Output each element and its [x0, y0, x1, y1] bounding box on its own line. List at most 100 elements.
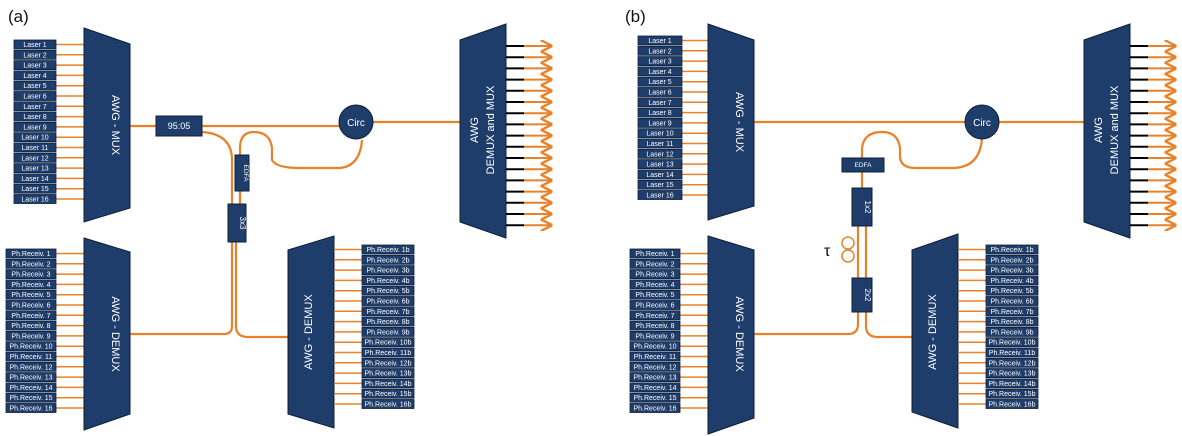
receiver-a-label: Ph.Receiv. 9 — [11, 333, 50, 340]
panel-a-output-ports — [506, 46, 550, 225]
laser-a-label: Laser 9 — [23, 124, 46, 131]
receiver-b-b-label: Ph.Receiv. 8b — [990, 319, 1033, 326]
receiver-a-box — [5, 300, 57, 310]
laser-b-box — [637, 169, 683, 180]
receiver-b-b-box — [985, 306, 1039, 317]
receiver-b-b-box — [985, 254, 1039, 265]
receiver-b-label: Ph.Receiv. 2 — [635, 261, 674, 268]
receiver-b-a-box — [361, 388, 415, 399]
receiver-b-b-box — [985, 357, 1039, 368]
coupler-2x2-label: 2x2 — [863, 289, 872, 302]
laser-a-box — [13, 132, 57, 143]
awg-demux-mux-block-b — [1083, 23, 1131, 239]
receiver-b-a-label: Ph.Receiv. 7b — [366, 309, 409, 316]
laser-b-label: Laser 8 — [648, 110, 671, 117]
receiver-b-a-label: Ph.Receiv. 8b — [366, 319, 409, 326]
receiver-b-a-box — [361, 254, 415, 265]
receiver-a-label: Ph.Receiv. 4 — [11, 282, 50, 289]
laser-a-box — [13, 194, 57, 204]
awg-right-label-1: AWG — [469, 117, 481, 143]
coupler-3x3-label: 3x3 — [238, 217, 247, 230]
receiver-b-box — [629, 269, 681, 280]
receiver-b-label: Ph.Receiv. 13 — [633, 375, 676, 382]
awg-right-label-2: DEMUX and MUX — [485, 85, 497, 174]
receiver-b-label: Ph.Receiv. 7 — [635, 313, 674, 320]
circulator-b-label: Circ — [973, 118, 991, 129]
receiver-a-label: Ph.Receiv. 15 — [9, 395, 52, 402]
receiver-b-a-label: Ph.Receiv. 3b — [366, 268, 409, 275]
awg-demux-b-block — [287, 235, 335, 429]
laser-b-box — [637, 76, 683, 87]
receiver-a-label: Ph.Receiv. 11 — [10, 354, 53, 361]
laser-a-box — [13, 39, 57, 50]
receiver-b-label: Ph.Receiv. 1 — [635, 251, 674, 258]
awg-demux-b-label: AWG - DEMUX — [303, 294, 315, 370]
awg-mux-block-b — [707, 23, 755, 221]
receiver-b-label: Ph.Receiv. 15 — [633, 395, 676, 402]
panel-b-label: (b) — [625, 7, 646, 26]
panel-a-laser-lines — [56, 43, 84, 200]
panel-b-fibers — [754, 120, 1084, 339]
receiver-b-a-box — [361, 399, 415, 409]
receiver-b-b-label: Ph.Receiv. 9b — [990, 329, 1033, 336]
laser-a-label: Laser 6 — [23, 94, 46, 101]
receiver-b-label: Ph.Receiv. 12 — [633, 364, 676, 371]
awg-demux-mux-block — [459, 23, 507, 239]
laser-a-label: Laser 13 — [21, 166, 48, 173]
receiver-a-label: Ph.Receiv. 14 — [9, 385, 52, 392]
receiver-b-label: Ph.Receiv. 10 — [633, 344, 676, 351]
receiver-b-box — [629, 320, 681, 331]
laser-b-label: Laser 16 — [646, 193, 673, 200]
laser-a-label: Laser 11 — [22, 145, 49, 152]
awg-mux-label-b: AWG - MUX — [733, 92, 745, 153]
laser-b-box — [637, 45, 683, 56]
laser-b-box — [637, 66, 683, 77]
laser-a-box — [13, 173, 57, 184]
laser-b-box — [637, 107, 683, 118]
laser-a-label: Laser 4 — [23, 73, 46, 80]
laser-b-box — [637, 190, 683, 200]
receiver-b-box — [629, 330, 681, 341]
awg-demux-b-block-b — [911, 233, 959, 429]
receiver-a-label: Ph.Receiv. 2 — [11, 261, 50, 268]
awg-demux-block-b — [707, 235, 755, 435]
receiver-b-a-box — [361, 285, 415, 296]
receiver-a-box — [5, 392, 57, 403]
receiver-b-b-label: Ph.Receiv. 15b — [989, 391, 1036, 398]
laser-b-label: Laser 5 — [648, 79, 671, 86]
splitter-95-05-label: 95:05 — [168, 121, 191, 131]
coupler-2x2 — [851, 277, 873, 313]
panel-b-laser-lines — [682, 39, 708, 196]
receiver-b-a-label: Ph.Receiv. 16b — [365, 402, 412, 409]
receiver-b-b-label: Ph.Receiv. 4b — [990, 278, 1033, 285]
receiver-b-a-label: Ph.Receiv. 4b — [366, 278, 409, 285]
receiver-a-box — [5, 382, 57, 393]
receiver-a-box — [5, 258, 57, 269]
laser-a-box — [13, 142, 57, 153]
receiver-b-b-label: Ph.Receiv. 7b — [990, 309, 1033, 316]
awg-demux-block — [83, 237, 131, 431]
panel-b-receiver-b-lines — [958, 248, 986, 405]
panel-b-receiver-list: Ph.Receiv. 1Ph.Receiv. 2Ph.Receiv. 3Ph.R… — [629, 248, 681, 413]
receiver-b-a-box — [361, 347, 415, 358]
receiver-b-b-label: Ph.Receiv. 12b — [989, 360, 1036, 367]
receiver-b-b-box — [985, 326, 1039, 337]
laser-a-label: Laser 14 — [21, 176, 48, 183]
panel-a-receiver-lines — [56, 252, 84, 409]
receiver-b-a-box — [361, 337, 415, 348]
laser-b-label: Laser 12 — [646, 151, 673, 158]
laser-b-box — [637, 179, 683, 190]
receiver-b-box — [629, 351, 681, 362]
receiver-b-a-label: Ph.Receiv. 14b — [365, 381, 412, 388]
panel-b-output-ports — [1130, 46, 1174, 225]
receiver-a-box — [5, 310, 57, 321]
laser-a-label: Laser 2 — [23, 52, 46, 59]
laser-a-label: Laser 7 — [23, 104, 46, 111]
receiver-b-b-box — [985, 378, 1039, 389]
receiver-a-box — [5, 403, 57, 413]
laser-a-label: Laser 1 — [23, 42, 46, 49]
receiver-a-label: Ph.Receiv. 13 — [9, 375, 52, 382]
receiver-b-a-box — [361, 316, 415, 327]
